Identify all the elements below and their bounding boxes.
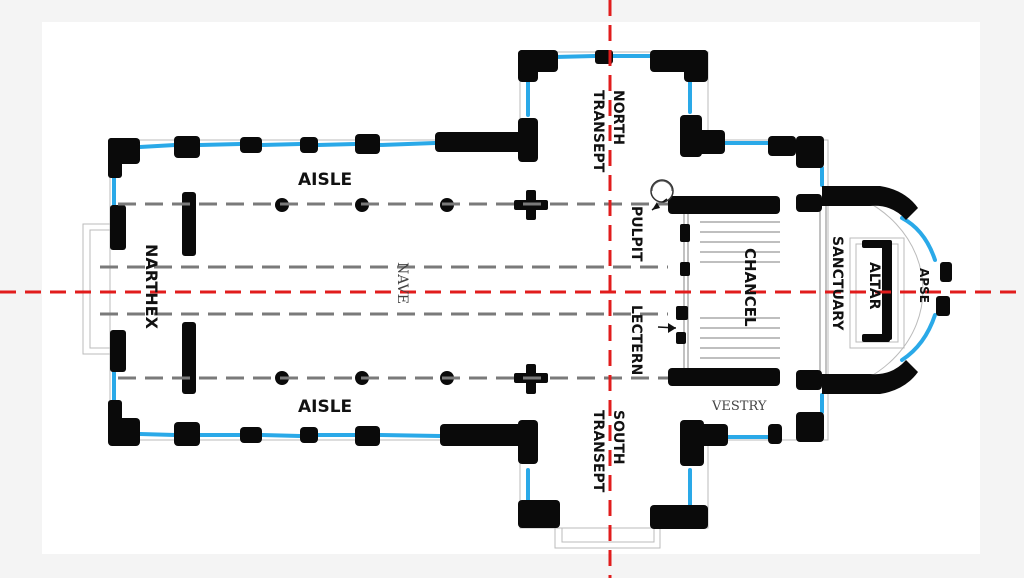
sanctuary-label: SANCTUARY xyxy=(829,236,845,331)
north-transept-label-line1: NORTH xyxy=(610,90,626,145)
altar-label: ALTAR xyxy=(866,262,882,310)
lectern-arrow-icon xyxy=(657,323,677,333)
north-transept-label-line2: TRANSEPT xyxy=(590,90,606,173)
south-transept-label-line1: SOUTH xyxy=(610,410,626,465)
lectern-label: LECTERN xyxy=(628,305,644,375)
south-transept-label-line2: TRANSEPT xyxy=(590,410,606,493)
north-aisle-label: AISLE xyxy=(298,170,352,190)
nave-label: NAVE xyxy=(394,262,410,304)
south-aisle-label: AISLE xyxy=(298,397,352,417)
narthex-label: NARTHEX xyxy=(142,244,161,330)
vestry-label: VESTRY xyxy=(711,399,767,414)
chancel-label: CHANCEL xyxy=(741,248,759,327)
windows xyxy=(112,54,937,507)
pulpit-label: PULPIT xyxy=(628,206,644,262)
paper-sheet xyxy=(42,22,980,554)
aisle-lines xyxy=(100,202,668,380)
apse-label: APSE xyxy=(917,268,931,303)
